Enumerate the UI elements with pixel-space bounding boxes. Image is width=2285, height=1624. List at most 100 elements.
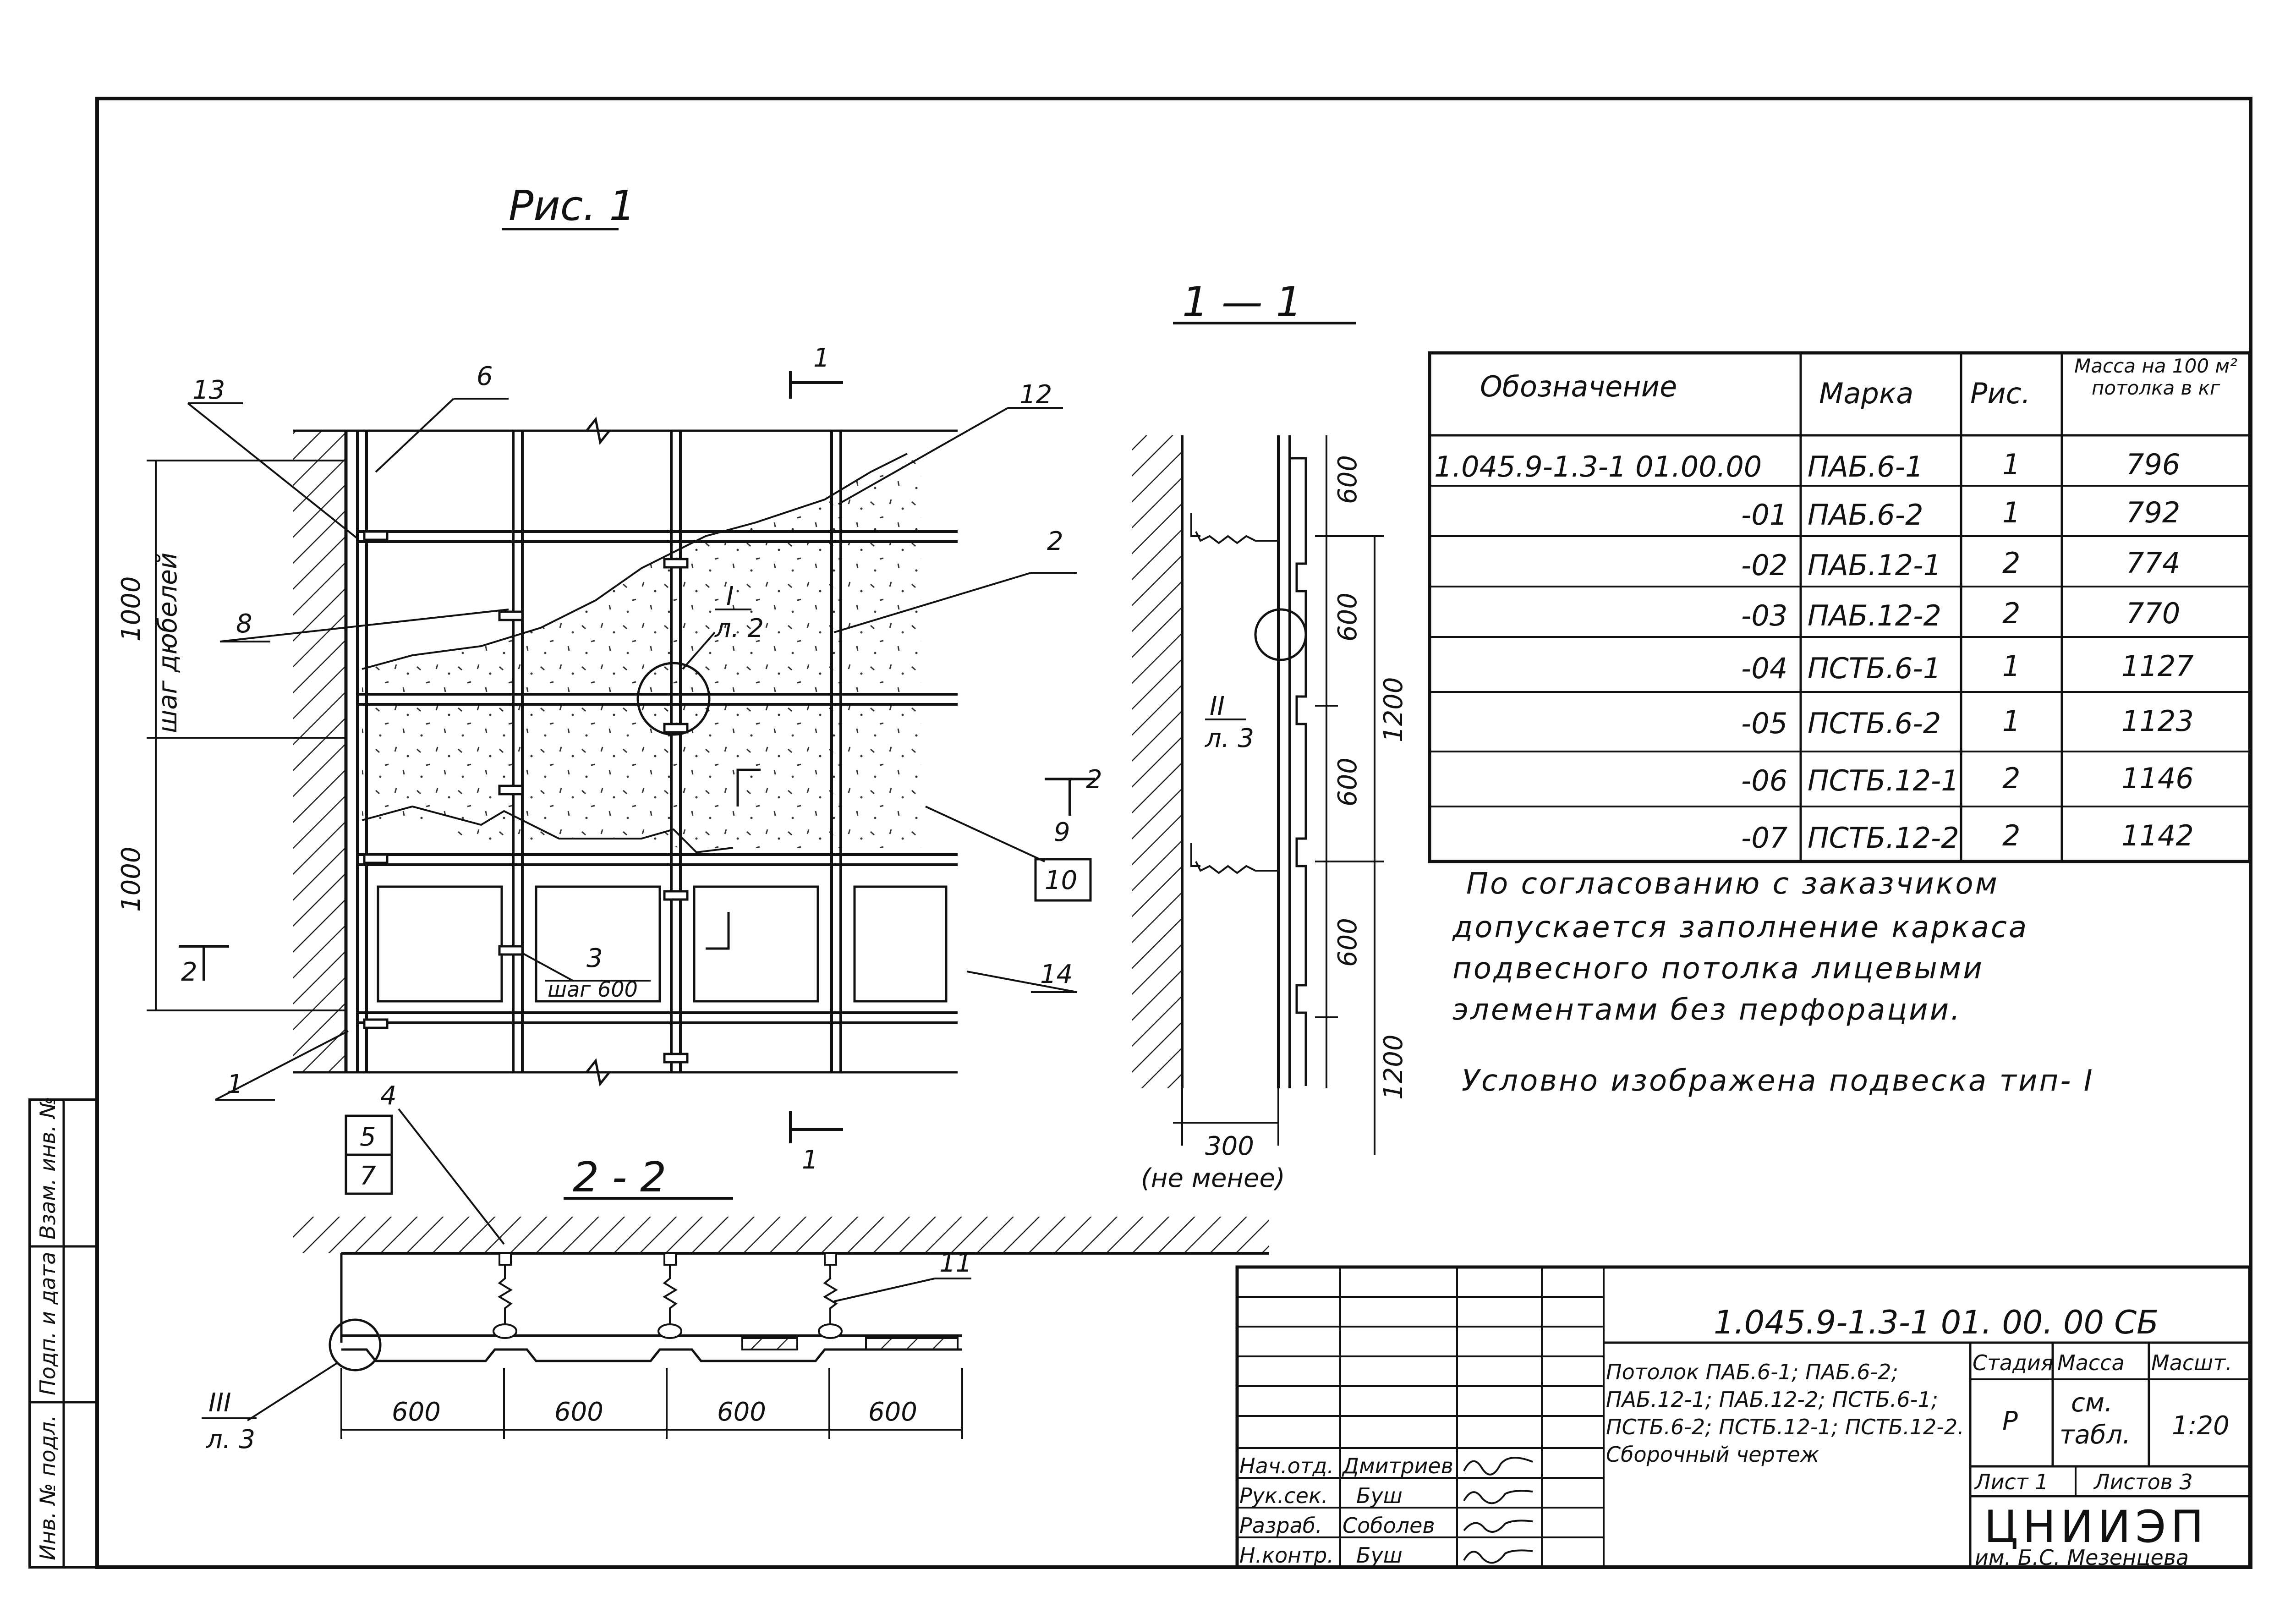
dim-not-less: (не менее) [1141,1163,1285,1193]
spec-row-mark: ПСТБ.6-2 [1808,707,1941,740]
spec-row-fig: 1 [2002,649,2020,683]
note-line: По согласованию с заказчиком [1466,867,1999,901]
spec-row-designation: -05 [1741,707,1787,740]
cut-2-right: 2 [1086,765,1102,795]
role-label: Н.контр. [1239,1543,1334,1568]
title-line: ПСТБ.6-2; ПСТБ.12-1; ПСТБ.12-2. [1606,1415,1964,1439]
plan-view: I л. 2 1000 шаг дюбелей 1000 1 1 2 2 [116,343,1102,1245]
node-III-label: III [208,1388,231,1418]
dim-600-4: 600 [1333,918,1363,967]
node-II-label: II [1210,691,1225,721]
doc-code: 1.045.9-1.3-1 01. 00. 00 СБ [1714,1304,2159,1341]
spec-row-mark: ПСТБ.12-1 [1808,764,1959,797]
spec-header-mark: Марка [1819,377,1913,410]
title-line: Сборочный чертеж [1606,1442,1819,1467]
spec-row-fig: 1 [2002,496,2020,529]
title-block: Нач.отд. Дмитриев Рук.сек. Буш Разраб. С… [1235,1265,2252,1570]
section-2-2: 2 - 2 III л. 3 11 [202,1153,1269,1454]
spec-row-designation: -02 [1741,549,1787,582]
ceiling-hatch [293,1217,1269,1253]
spec-row-mark: ПАБ.12-2 [1808,599,1941,632]
callout-3: 3 [586,944,603,973]
spec-row-fig: 2 [2002,762,2020,795]
callout-14: 14 [1040,960,1073,989]
figure-title: Рис. 1 [509,182,636,230]
spec-row-designation: -04 [1741,652,1787,685]
mass-value-line2: табл. [2060,1420,2131,1450]
scale-value: 1:20 [2172,1411,2230,1441]
section-1-1-title: 1 — 1 [1182,278,1302,326]
spec-row-mass: 1146 [2121,762,2194,795]
dim-1000-bottom: 1000 [116,846,146,912]
bottom-dim-2: 600 [554,1397,603,1427]
callout-11: 11 [939,1248,972,1278]
callout-10-box [1034,858,1092,902]
person-name: Буш [1356,1543,1403,1568]
dim-1200-2: 1200 [1379,1034,1408,1100]
org-name: ЦНИИЭП [1984,1501,2208,1553]
cut-1-top: 1 [813,343,830,373]
note-suspension: Условно изображена подвеска тип- I [1462,1064,2094,1098]
node-II-marker [1254,608,1307,661]
cut-2-left: 2 [181,957,197,987]
wall-hatch-section [1132,435,1182,1088]
stage-value: Р [2002,1406,2018,1436]
spec-row-mark: ПСТБ.6-1 [1808,652,1941,685]
role-label: Нач.отд. [1239,1454,1334,1478]
title-line: ПАБ.12-1; ПАБ.12-2; ПСТБ.6-1; [1606,1387,1938,1412]
callout-7-box [345,1153,393,1195]
spec-row-mass: 792 [2126,496,2180,529]
mass-value-line1: см. [2071,1388,2113,1418]
node-I-marker [636,662,711,736]
spec-header-mass: Масса на 100 м² потолка в кг [2074,355,2237,399]
filler-material [362,454,921,852]
dim-1000-top: 1000 [116,576,146,642]
bottom-dim-4: 600 [868,1397,917,1427]
dim-600-2: 600 [1333,593,1363,642]
wall-hatch-left [293,431,346,1072]
node-I-sheet: л. 2 [714,614,764,643]
mass-label: Масса [2057,1350,2125,1375]
spec-row-fig: 1 [2002,704,2020,738]
person-name: Соболев [1343,1513,1435,1538]
bottom-dim-3: 600 [717,1397,766,1427]
spec-row-fig: 1 [2002,448,2020,481]
node-I-label: I [726,582,734,611]
stage-label: Стадия [1973,1350,2053,1375]
spec-row-mass: 796 [2126,448,2180,481]
role-label: Рук.сек. [1239,1483,1328,1508]
spec-row-designation: -07 [1741,821,1787,855]
node-II-sheet: л. 3 [1205,724,1254,753]
note-line: подвесного потолка лицевыми [1452,952,1984,986]
spec-row-mark: ПАБ.12-1 [1808,549,1941,582]
dim-600-1: 600 [1333,455,1363,504]
person-name: Буш [1356,1483,1403,1508]
spec-row-designation: -06 [1741,764,1787,797]
dim-300: 300 [1205,1131,1254,1161]
note-line: элементами без перфорации. [1452,993,1962,1027]
stamp-sign-date: Подп. и дата [35,1252,60,1395]
spec-row-mass: 1127 [2121,649,2194,683]
spec-row-mass: 1142 [2121,819,2194,852]
dim-1200-1: 1200 [1379,677,1408,742]
spec-row-fig: 2 [2002,546,2020,580]
callout-9: 9 [1054,817,1070,847]
spec-table: Обозначение Марка Рис. Масса на 100 м² п… [1428,351,2252,863]
callout-2: 2 [1047,527,1063,556]
callout-8: 8 [236,609,252,639]
spec-row-mark: ПАБ.6-2 [1808,498,1923,532]
spec-row-mass: 1123 [2121,704,2194,738]
org-subtitle: им. Б.С. Мезенцева [1975,1545,2189,1570]
spec-row-mark: ПСТБ.12-2 [1808,821,1959,855]
bottom-dim-1: 600 [392,1397,441,1427]
dim-600-3: 600 [1333,757,1363,807]
note-line: допускается заполнение каркаса [1452,911,2028,944]
callout-13: 13 [192,375,225,405]
callout-7: 7 [360,1161,376,1191]
callout-4: 4 [380,1081,397,1111]
callout-1: 1 [227,1070,243,1099]
notes: По согласованию с заказчиком допускается… [1452,867,2094,1098]
stamp-inv-orig: Инв. № подл. [35,1415,60,1560]
step-label: шаг 600 [548,977,638,1002]
spec-header-designation: Обозначение [1480,370,1677,403]
